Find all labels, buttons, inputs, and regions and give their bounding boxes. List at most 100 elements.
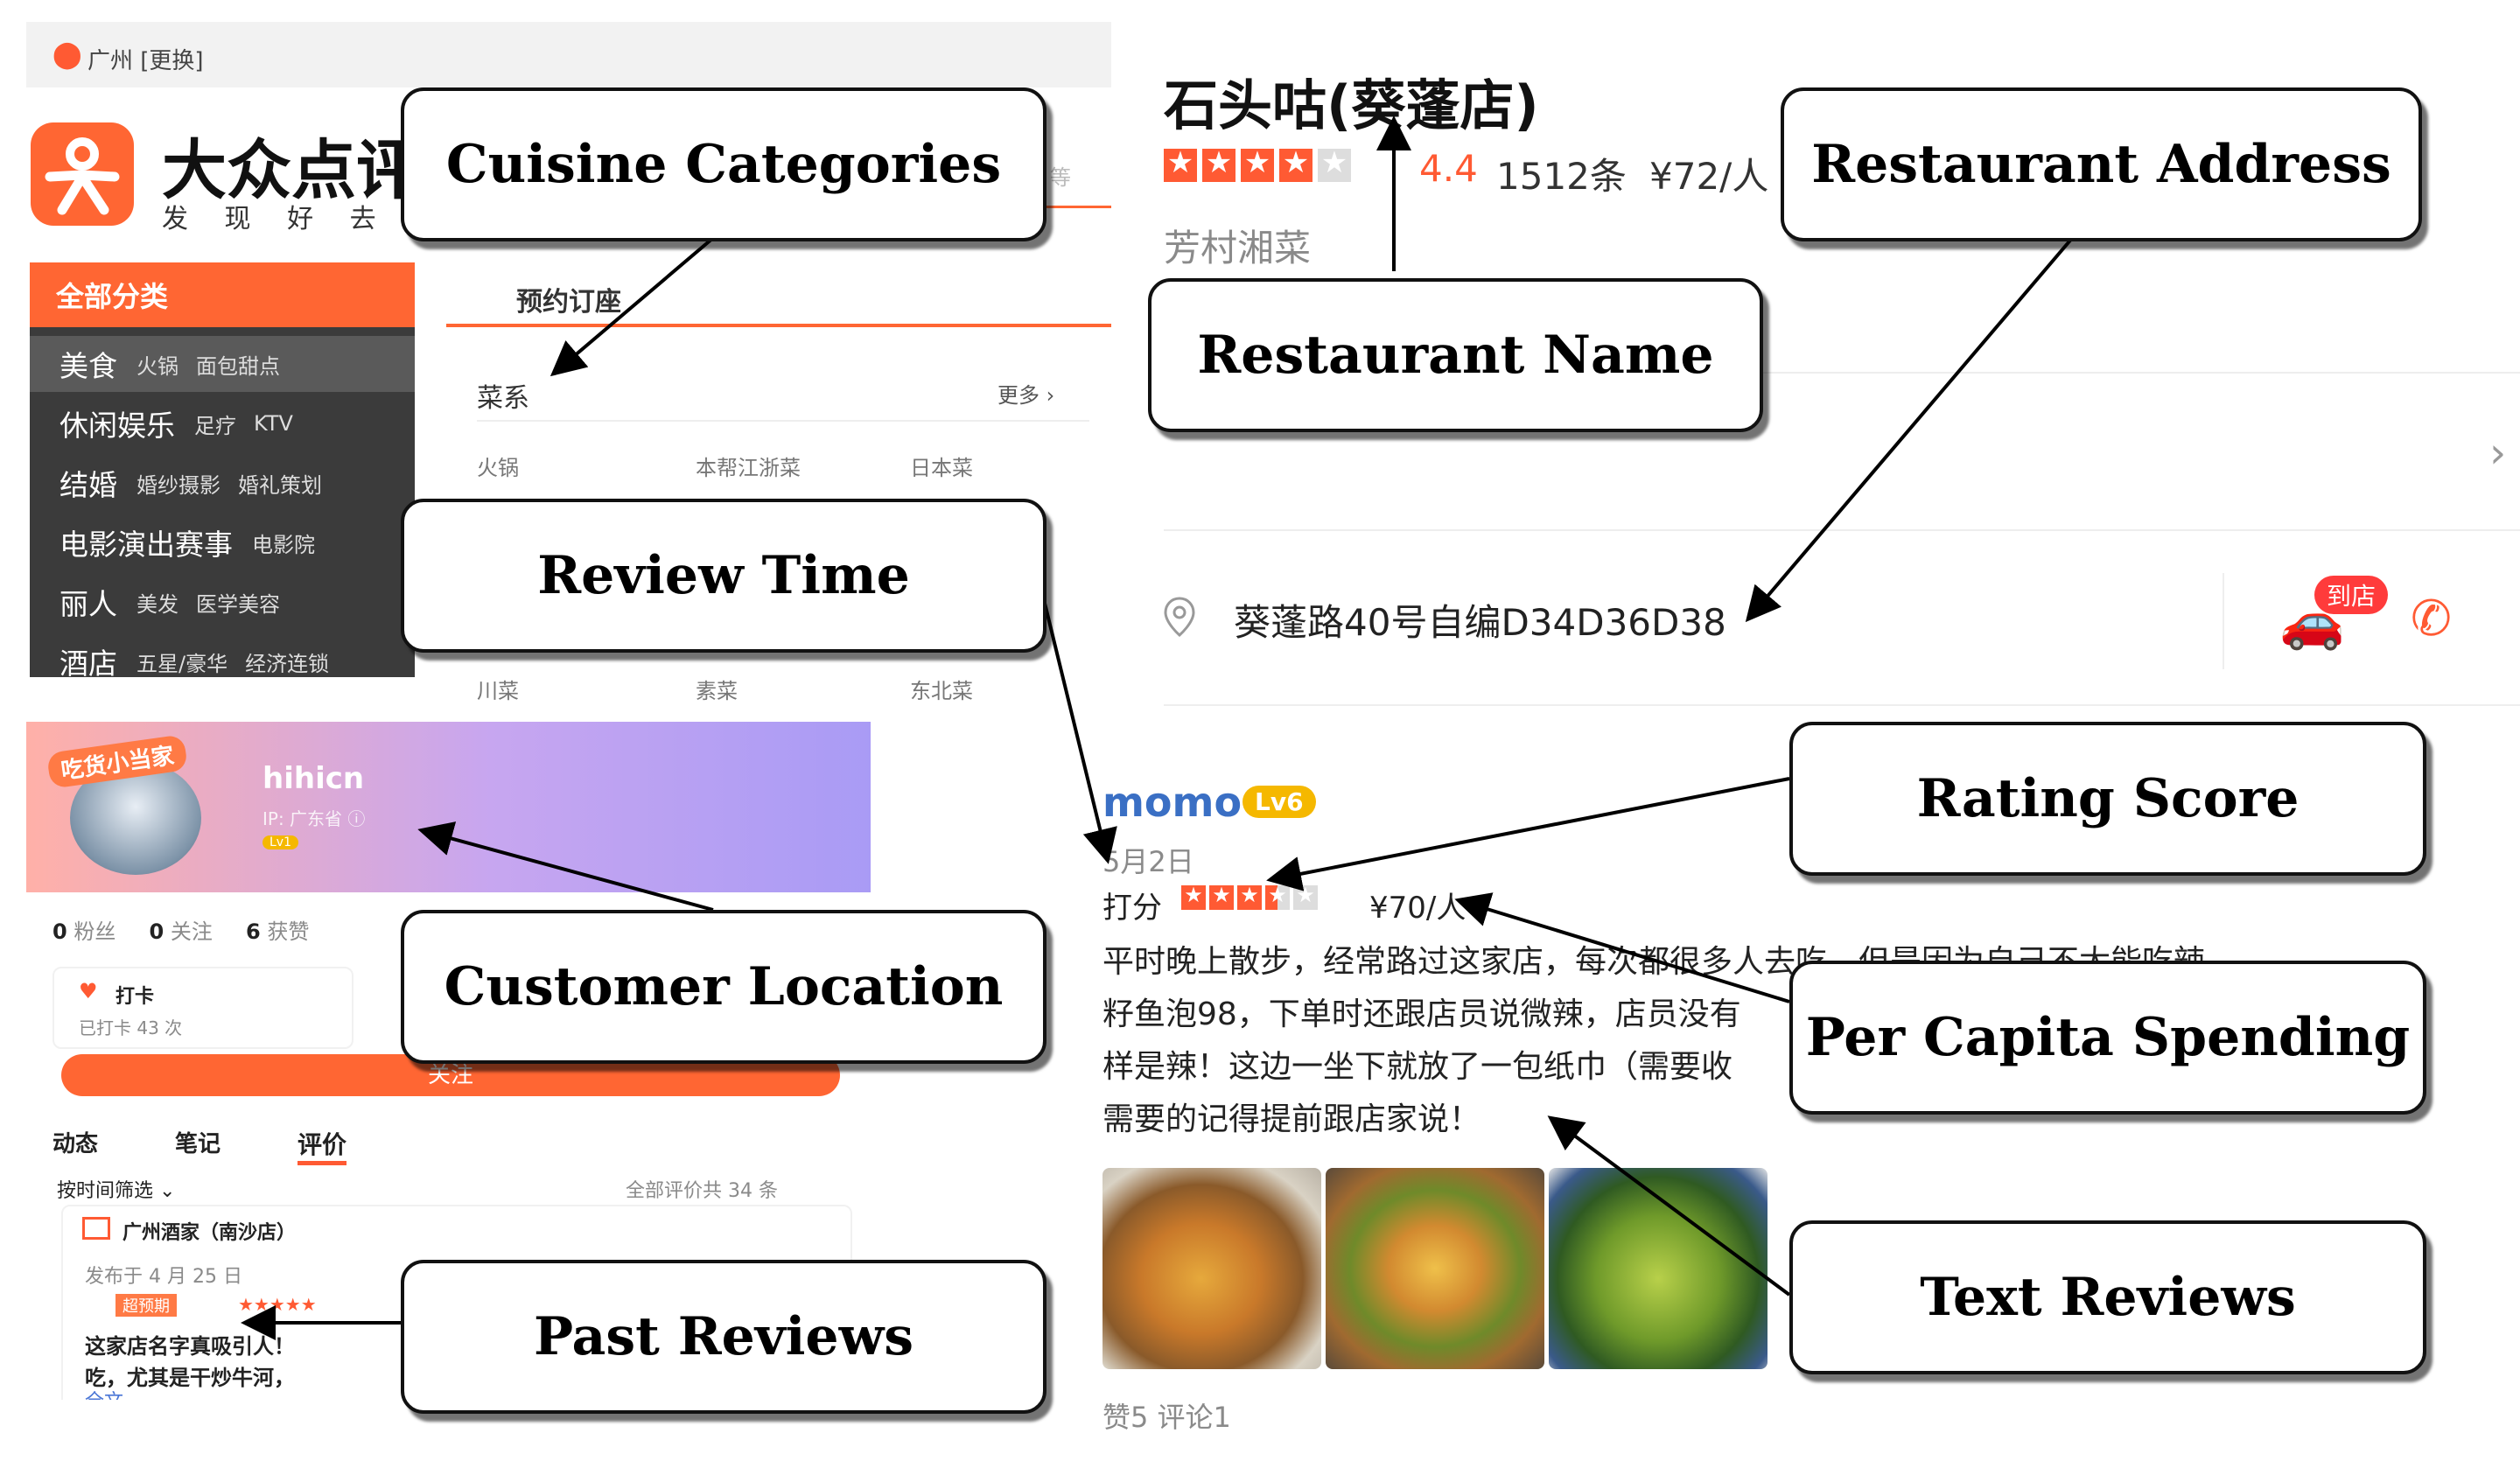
- review-text-line4: 需要的记得提前跟店家说！: [1102, 1101, 1481, 1137]
- profile-level-badge: Lv1: [262, 835, 298, 849]
- restaurant-name: 石头咕(葵蓬店): [1164, 73, 1539, 137]
- booking-tab[interactable]: 预约订座: [516, 287, 621, 318]
- star-icon: [1209, 883, 1234, 910]
- star-half-icon: [1265, 883, 1290, 910]
- star-icon: [1164, 145, 1197, 182]
- category-row-hotel[interactable]: 酒店五星/豪华经济连锁: [60, 647, 330, 681]
- follow-label: 关注: [427, 1062, 473, 1088]
- following-count: 0: [149, 919, 164, 944]
- shop-icon: [82, 1217, 110, 1240]
- reviewer-level-badge: Lv6: [1242, 786, 1316, 818]
- location-bar[interactable]: ⬤ 广州 [更换]: [26, 22, 1111, 87]
- profile-ip: IP: 广东省 ⓘ: [262, 808, 366, 829]
- review-photo-3[interactable]: [1549, 1168, 1768, 1369]
- callout-rating-score: Rating Score: [1789, 722, 2426, 876]
- total-reviews: 全部评价共 34 条: [626, 1180, 778, 1202]
- review-date: 5月2日: [1102, 845, 1194, 878]
- location-pin-icon: ⬤: [52, 39, 82, 70]
- likes-label: 获赞: [267, 919, 310, 944]
- star-icon: [1202, 145, 1236, 182]
- callout-cuisine-categories: Cuisine Categories: [401, 87, 1046, 241]
- likes-count: 6: [246, 919, 261, 944]
- past-review-line2: 吃，尤其是干炒牛河，: [85, 1366, 295, 1390]
- arrive-store-badge: 到店: [2314, 576, 2389, 614]
- per-capita: ¥70/人: [1369, 891, 1466, 926]
- location-text[interactable]: 广州 [更换]: [88, 48, 204, 74]
- callout-review-time: Review Time: [401, 499, 1046, 653]
- callout-customer-location: Customer Location: [401, 910, 1046, 1064]
- callout-past-reviews: Past Reviews: [401, 1260, 1046, 1414]
- callout-restaurant-name: Restaurant Name: [1148, 278, 1763, 432]
- tab-dynamics[interactable]: 动态: [52, 1131, 99, 1157]
- map-pin-icon: [1164, 597, 1195, 637]
- checkin-card[interactable]: ♥ 打卡 已打卡 43 次: [52, 967, 354, 1049]
- review-count: 1512条: [1496, 155, 1627, 198]
- average-price: ¥72/人: [1649, 155, 1769, 198]
- dish-japanese[interactable]: 日本菜: [910, 456, 973, 480]
- star-icon: [1237, 883, 1262, 910]
- dish-sichuan[interactable]: 川菜: [477, 679, 519, 703]
- review-stars: [1181, 883, 1321, 910]
- review-photo-1[interactable]: [1102, 1168, 1321, 1369]
- divider-2: [1164, 529, 2520, 531]
- past-review-tag: 超预期: [116, 1294, 177, 1317]
- all-categories-header[interactable]: 全部分类: [30, 262, 415, 327]
- heart-icon: ♥: [79, 979, 98, 1003]
- past-review-line1: 这家店名字真吸引人！: [85, 1334, 295, 1359]
- time-filter[interactable]: 按时间筛选 ⌄: [57, 1180, 176, 1202]
- review-footer: 赞5 评论1: [1102, 1401, 1231, 1434]
- callout-per-capita-spending: Per Capita Spending: [1789, 961, 2426, 1115]
- past-review-more-link[interactable]: 全文: [85, 1386, 123, 1400]
- restaurant-address[interactable]: 葵蓬路40号自编D34D36D38: [1234, 601, 1726, 644]
- callout-restaurant-address: Restaurant Address: [1781, 87, 2422, 241]
- star-icon: [1279, 145, 1312, 182]
- review-text-line3: 样是辣！这边一坐下就放了一包纸巾（需要收: [1102, 1049, 1733, 1085]
- cuisine-label: 菜系: [477, 383, 529, 414]
- cuisine-divider: [477, 420, 1089, 422]
- dianping-logo-icon: [31, 122, 134, 226]
- profile-banner: 吃货小当家 hihicn IP: 广东省 ⓘ Lv1: [26, 722, 871, 892]
- checkin-sub: 已打卡 43 次: [79, 1017, 183, 1038]
- fans-label: 粉丝: [74, 919, 116, 944]
- past-review-date: 发布于 4 月 25 日: [85, 1266, 242, 1288]
- category-row-movies[interactable]: 电影演出赛事电影院: [60, 528, 315, 562]
- fans-count: 0: [52, 919, 67, 944]
- tab-notes[interactable]: 笔记: [175, 1131, 221, 1157]
- chevron-right-icon[interactable]: ›: [2489, 429, 2507, 478]
- past-shop-name: 广州酒家（南沙店）: [122, 1222, 297, 1244]
- tab-reviews[interactable]: 评价: [298, 1126, 347, 1165]
- phone-icon[interactable]: ✆: [2411, 591, 2452, 647]
- rating-value: 4.4: [1419, 147, 1478, 190]
- category-row-beauty[interactable]: 丽人美发医学美容: [60, 587, 280, 621]
- review-text-line2: 籽鱼泡98，下单时还跟店员说微辣，店员没有: [1102, 996, 1741, 1032]
- more-link[interactable]: 更多 ›: [998, 383, 1055, 408]
- star-empty-icon: [1293, 883, 1318, 910]
- star-icon: [1241, 145, 1274, 182]
- past-review-stars: ★★★★★: [238, 1294, 317, 1315]
- vertical-divider: [2222, 573, 2224, 669]
- logo-text: 大众点评: [162, 133, 421, 208]
- cuisine-category: 芳村湘菜: [1164, 227, 1312, 269]
- review-photo-2[interactable]: [1326, 1168, 1544, 1369]
- callout-text-reviews: Text Reviews: [1789, 1220, 2426, 1374]
- star-empty-icon: [1318, 145, 1351, 182]
- dish-hotpot[interactable]: 火锅: [477, 456, 519, 480]
- search-hint: 等: [1050, 165, 1071, 190]
- dish-northeast[interactable]: 东北菜: [910, 679, 973, 703]
- category-row-wedding[interactable]: 结婚婚纱摄影婚礼策划: [60, 468, 322, 502]
- slogan: 发 现 好 去 处: [162, 204, 453, 234]
- profile-stats: 0 粉丝 0 关注 6 获赞: [52, 914, 309, 945]
- star-icon: [1181, 883, 1206, 910]
- dish-jiangzhe[interactable]: 本帮江浙菜: [696, 456, 801, 480]
- divider-3: [1164, 704, 2520, 706]
- score-label: 打分: [1102, 891, 1162, 926]
- category-row-food[interactable]: 美食火锅面包甜点: [30, 336, 415, 392]
- search-underline: [1037, 206, 1111, 208]
- profile-username: hihicn: [262, 761, 365, 796]
- rating-stars: [1164, 145, 1356, 185]
- reviewer-name[interactable]: momo: [1102, 779, 1242, 826]
- following-label: 关注: [170, 919, 213, 944]
- dish-vegetarian[interactable]: 素菜: [696, 679, 738, 703]
